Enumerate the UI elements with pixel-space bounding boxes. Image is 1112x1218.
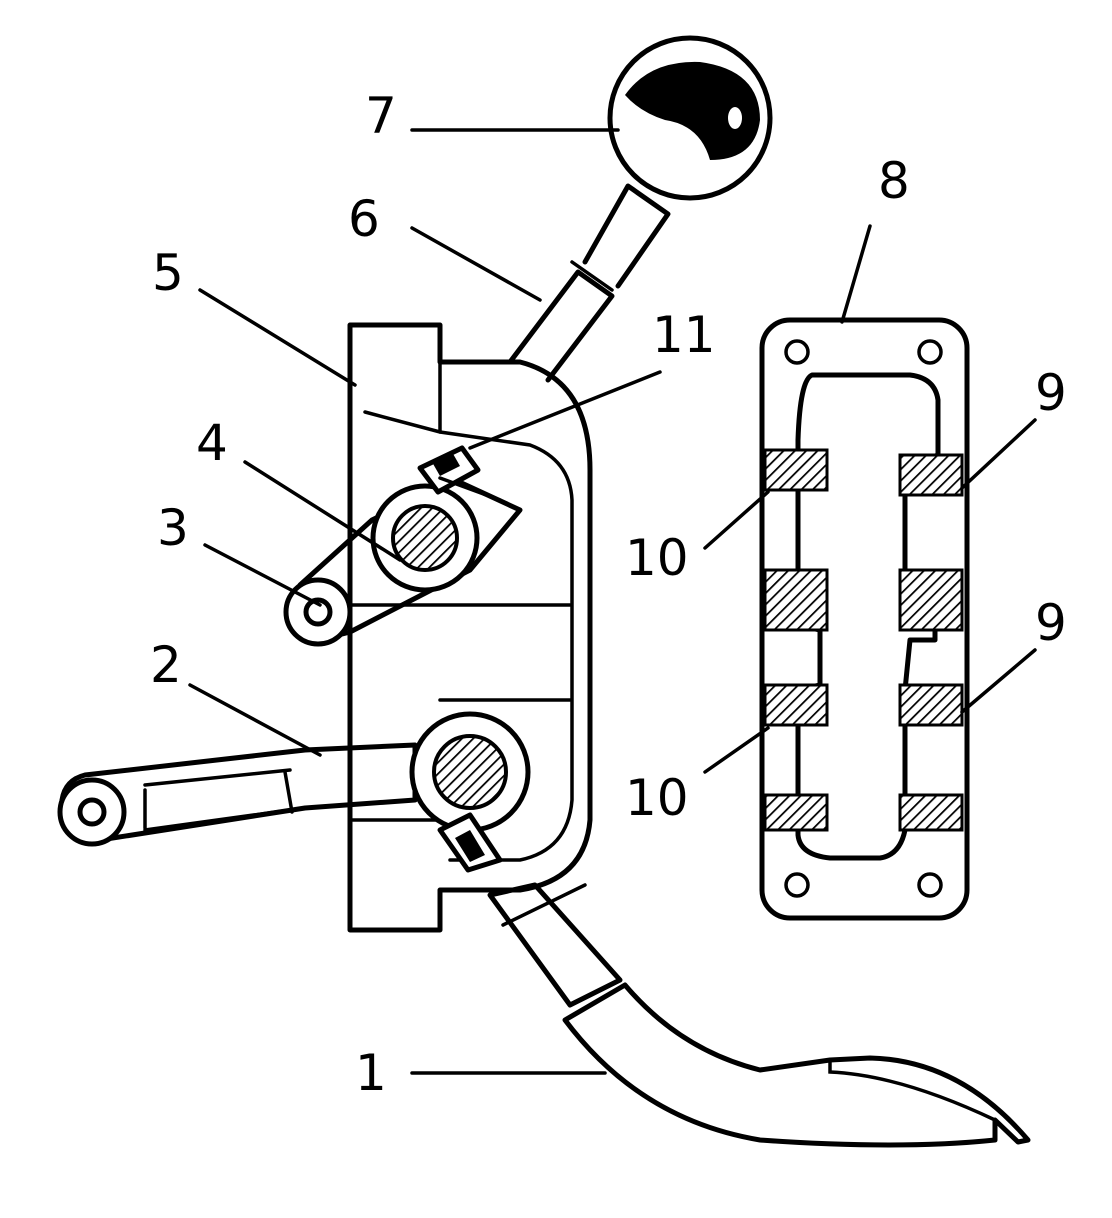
label-9-lower: 9 xyxy=(1035,594,1067,652)
upper-shaft xyxy=(370,445,502,593)
label-8: 8 xyxy=(878,152,910,210)
label-9-upper: 9 xyxy=(1035,364,1067,422)
label-4: 4 xyxy=(196,414,228,472)
label-7: 7 xyxy=(365,87,397,145)
label-10-upper: 10 xyxy=(625,529,689,587)
leader-lines xyxy=(188,128,1037,1075)
pedal-lever xyxy=(487,882,1031,1148)
upper-lever xyxy=(507,183,671,383)
lower-arm xyxy=(57,742,418,847)
lower-shaft xyxy=(409,711,531,873)
label-2: 2 xyxy=(150,636,182,694)
label-1: 1 xyxy=(355,1044,387,1102)
label-10-lower: 10 xyxy=(625,769,689,827)
label-3: 3 xyxy=(157,499,189,557)
knob xyxy=(607,35,773,201)
label-6: 6 xyxy=(348,190,380,248)
label-5: 5 xyxy=(152,244,184,302)
label-11: 11 xyxy=(652,306,716,364)
gate-plate xyxy=(759,317,970,921)
